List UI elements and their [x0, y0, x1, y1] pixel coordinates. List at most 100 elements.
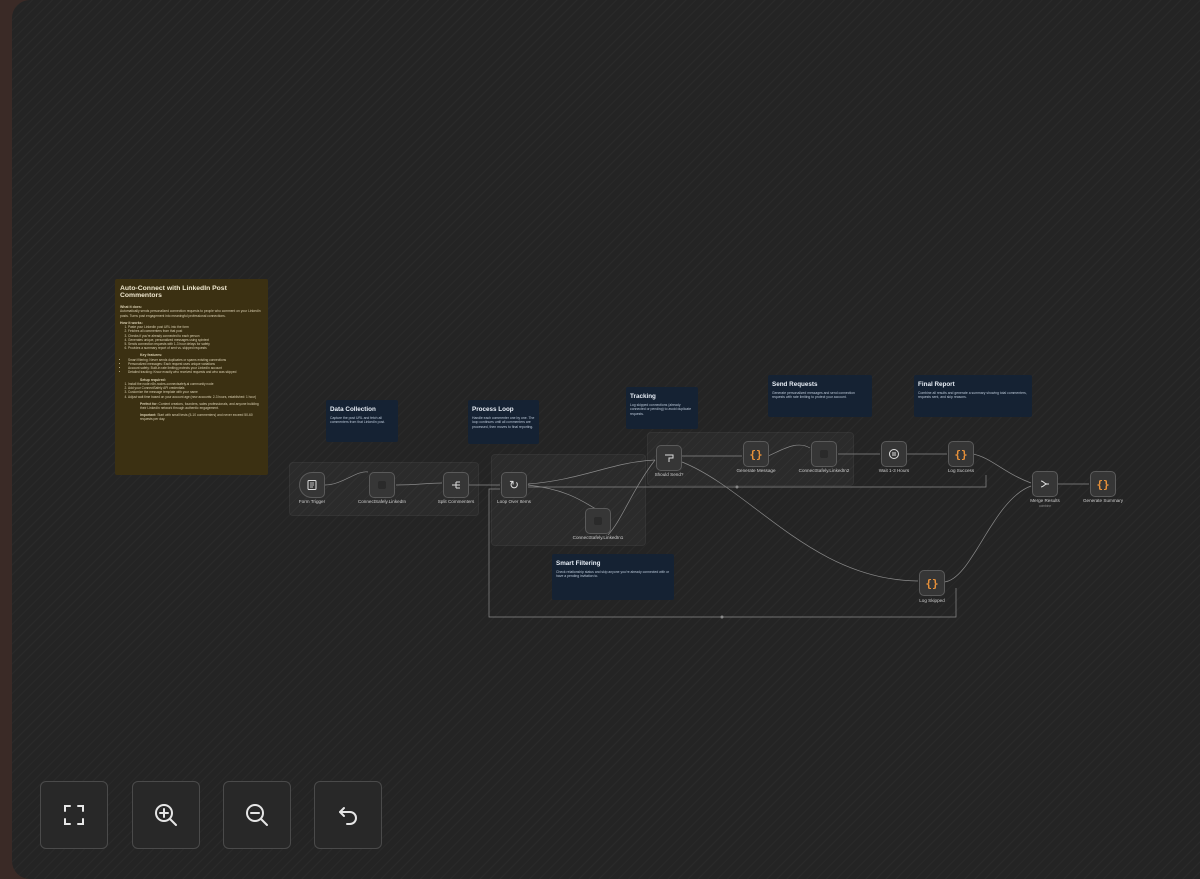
should-send-node[interactable] — [656, 445, 682, 471]
zoom-in-button[interactable] — [132, 781, 200, 849]
what-body: Automatically sends personalized connect… — [120, 309, 261, 318]
list-item: Smart filtering: Never sends duplicates … — [128, 358, 263, 362]
pause-icon — [889, 449, 899, 459]
connection-dot — [720, 615, 724, 619]
fit-view-icon — [64, 805, 84, 825]
note-data-collection[interactable]: Data Collection Capture the post URL and… — [326, 400, 398, 442]
connectsafely-icon — [594, 517, 602, 525]
list-item: Checks if you're already connected to ea… — [128, 334, 263, 338]
wait-label: Wait 1-3 Hours — [878, 468, 910, 473]
important-body: Start with small tests (5-10 commenters)… — [140, 413, 253, 422]
list-item: Add your ConnectSafely API credentials — [128, 386, 263, 390]
loop-over-items-node[interactable]: ↻ — [501, 472, 527, 498]
code-icon: {} — [749, 447, 763, 461]
connection — [395, 482, 443, 486]
note-title: Smart Filtering — [556, 560, 601, 567]
note-body: Combine all results and generate a summa… — [918, 391, 1027, 400]
connection — [767, 444, 811, 457]
merge-results-sublabel: combine — [1038, 504, 1052, 508]
process-loop-group — [491, 454, 646, 546]
what-heading: What it does: — [120, 305, 142, 309]
important-label: Important: — [140, 413, 157, 418]
list-item: Account safety: Built-in rate limiting p… — [128, 366, 263, 370]
split-icon — [452, 481, 460, 489]
connection — [488, 488, 957, 618]
list-item: Paste your LinkedIn post URL into the fo… — [128, 325, 263, 329]
note-process-loop[interactable]: Process Loop Handle each commenter one b… — [468, 400, 539, 444]
split-commenters-label: Split Commenters — [437, 499, 475, 504]
form-trigger-label: Form Trigger — [298, 499, 326, 504]
sticky-title: Auto-Connect with LinkedIn Post Commento… — [120, 285, 227, 299]
list-item: Customize the message template with your… — [128, 390, 263, 394]
connectsafely-icon — [378, 481, 386, 489]
connection — [607, 459, 656, 536]
merge-results-label: Merge Results — [1030, 498, 1060, 503]
note-body: Log skipped connections (already connect… — [630, 403, 692, 416]
note-final-report[interactable]: Final Report Combine all results and gen… — [914, 375, 1032, 417]
generate-message-label: Generate Message — [736, 468, 776, 473]
key-heading: Key features: — [140, 353, 163, 358]
note-send-requests[interactable]: Send Requests Generate personalized mess… — [768, 375, 872, 417]
code-icon: {} — [954, 447, 968, 461]
list-item: Generates unique, personalized messages … — [128, 338, 263, 342]
perfect-label: Perfect for: — [140, 401, 158, 406]
connection — [527, 459, 656, 485]
note-tracking[interactable]: Tracking Log skipped connections (alread… — [626, 387, 698, 429]
connectsafely-linkedin-label: ConnectSafely.LinkedIn — [357, 499, 407, 504]
connection-dot — [735, 485, 739, 489]
connection — [528, 475, 987, 488]
how-list: Paste your LinkedIn post URL into the fo… — [120, 325, 263, 350]
log-skipped-label: Log Skipped — [919, 598, 945, 603]
perfect-body: Content creators, founders, sales profes… — [140, 401, 259, 411]
form-icon — [307, 480, 317, 490]
perfect-for: Perfect for: Content creators, founders,… — [120, 402, 263, 410]
merge-results-node[interactable] — [1032, 471, 1058, 497]
connection — [527, 484, 599, 511]
workflow-canvas[interactable]: Auto-Connect with LinkedIn Post Commento… — [12, 0, 1200, 879]
log-success-label: Log Success — [947, 468, 975, 473]
connectsafely-icon — [820, 450, 828, 458]
list-item: Install the node n8n-nodes-connectsafely… — [128, 382, 263, 386]
list-item: Sends connection requests with 1-3 hour … — [128, 342, 263, 346]
note-body: Generate personalized messages and send … — [772, 391, 855, 400]
note-body: Check relationship status and skip anyon… — [556, 570, 670, 579]
generate-summary-label: Generate Summary — [1082, 498, 1124, 503]
note-title: Process Loop — [472, 406, 514, 413]
split-commenters-node[interactable] — [443, 472, 469, 498]
connectsafely-linkedin1-node[interactable] — [585, 508, 611, 534]
fit-view-button[interactable] — [40, 781, 108, 849]
undo-button[interactable] — [314, 781, 382, 849]
key-list: Smart filtering: Never sends duplicates … — [120, 358, 263, 375]
note-body: Handle each commenter one by one. The lo… — [472, 416, 535, 429]
data-collection-group — [289, 462, 479, 516]
loop-icon: ↻ — [508, 478, 520, 492]
generate-summary-node[interactable]: {} — [1090, 471, 1116, 497]
merge-icon — [1040, 480, 1049, 488]
list-item: Fetches all commenters from that post — [128, 329, 263, 333]
list-item: Personalized messages: Each request uses… — [128, 362, 263, 366]
form-trigger-node[interactable] — [299, 472, 325, 498]
note-smart-filtering[interactable]: Smart Filtering Check relationship statu… — [552, 554, 674, 600]
undo-icon — [339, 807, 357, 825]
list-item: Detailed tracking: Know exactly who rece… — [128, 370, 263, 374]
connection — [943, 485, 1032, 583]
connection — [324, 471, 369, 486]
generate-message-node[interactable]: {} — [743, 441, 769, 467]
important: Important: Start with small tests (5-10 … — [120, 413, 263, 421]
log-success-node[interactable]: {} — [948, 441, 974, 467]
note-title: Send Requests — [772, 381, 818, 388]
connectsafely-linkedin-node[interactable] — [369, 472, 395, 498]
list-item: Provides a summary report of sent vs. sk… — [128, 346, 263, 350]
zoom-out-button[interactable] — [223, 781, 291, 849]
zoom-in-icon — [155, 804, 177, 826]
wait-node[interactable] — [881, 441, 907, 467]
zoom-out-icon — [246, 804, 268, 826]
connectsafely-linkedin1-label: ConnectSafely.LinkedIn1 — [572, 535, 624, 540]
code-icon: {} — [1096, 477, 1110, 491]
overview-sticky-note[interactable]: Auto-Connect with LinkedIn Post Commento… — [115, 279, 268, 475]
should-send-label: Should Send? — [654, 472, 684, 477]
log-skipped-node[interactable]: {} — [919, 570, 945, 596]
connectsafely-linkedin2-node[interactable] — [811, 441, 837, 467]
how-heading: How it works: — [120, 320, 143, 325]
note-title: Tracking — [630, 393, 656, 400]
